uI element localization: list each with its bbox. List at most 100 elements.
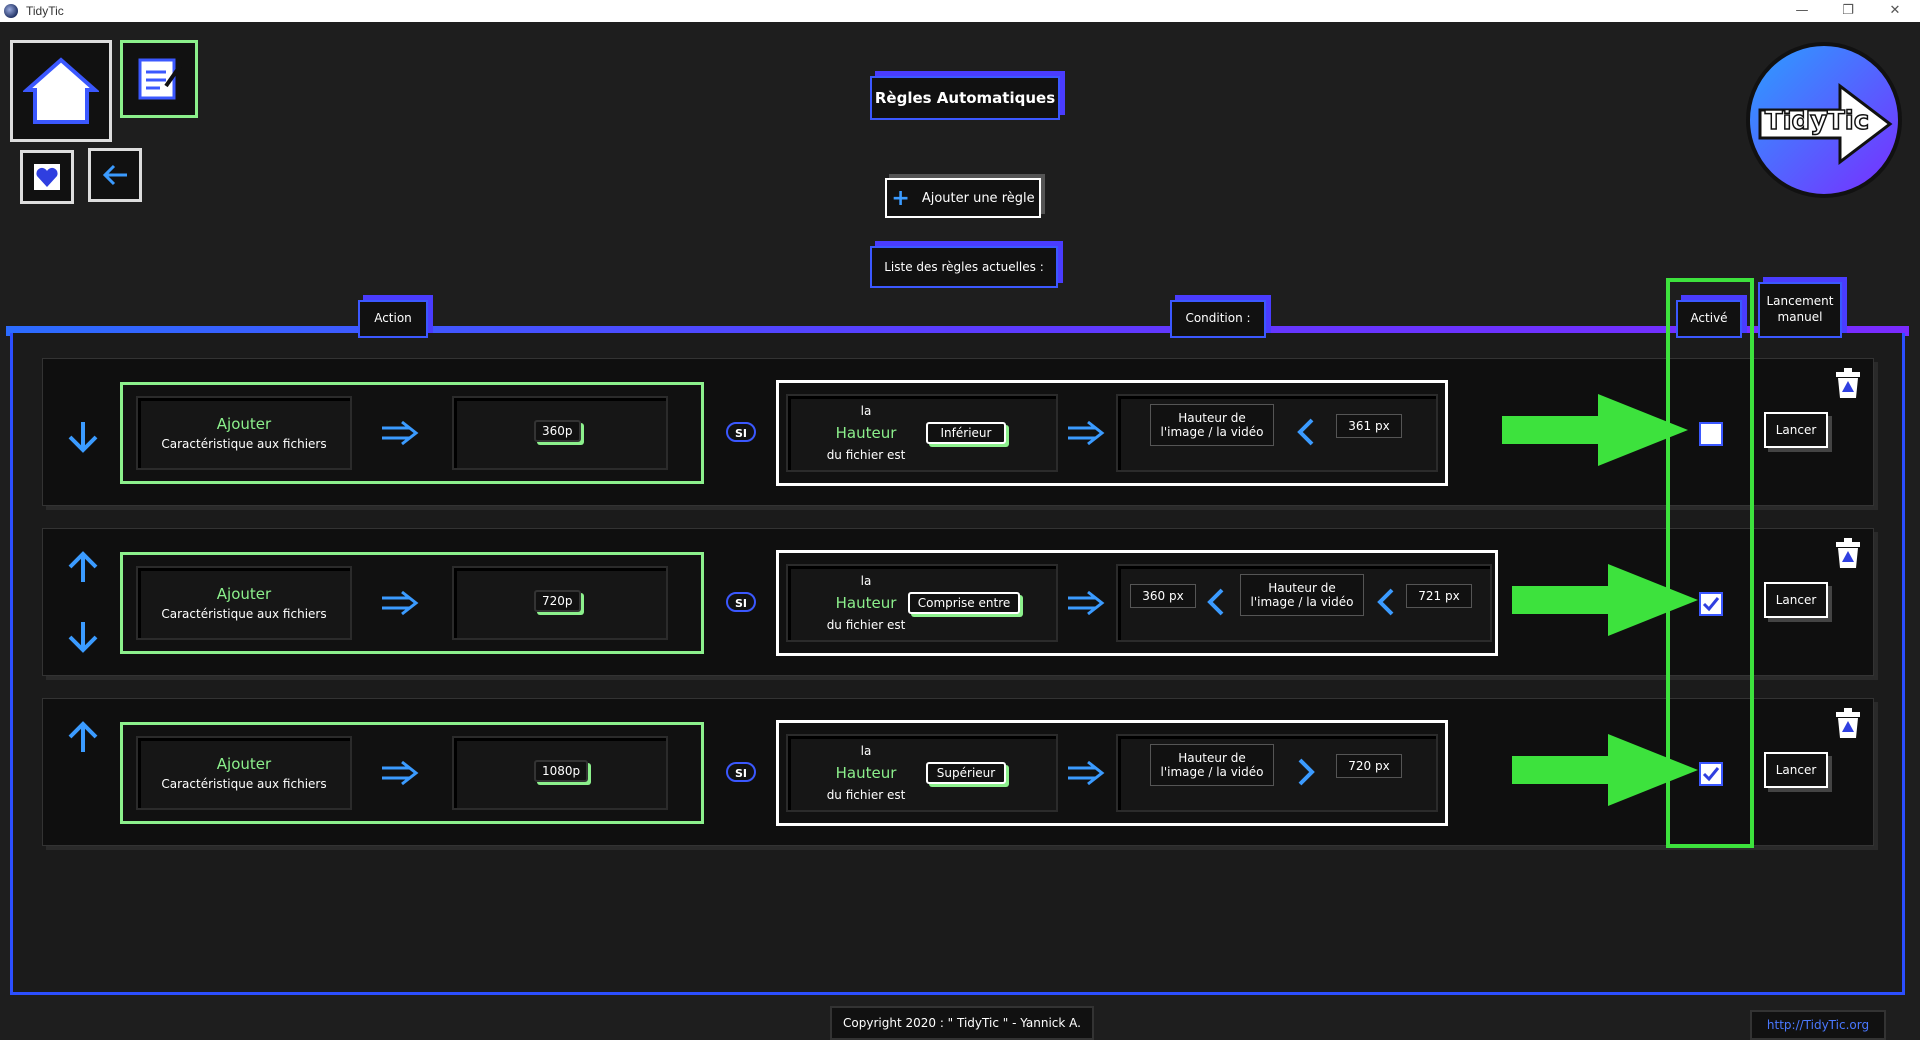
website-link[interactable]: http://TidyTic.org (1750, 1010, 1886, 1040)
condition-field: la Hauteur du fichier est (796, 570, 936, 636)
favorites-button[interactable] (20, 150, 74, 204)
action-value[interactable]: 360p (534, 420, 581, 442)
panel-top-bar (6, 326, 1909, 336)
action-arrow-icon (380, 590, 420, 620)
condition-prefix: la (860, 744, 872, 758)
condition-property[interactable]: Hauteur (835, 594, 897, 612)
condition-suffix: du fichier est (826, 788, 906, 802)
action-verb: Ajouter (216, 415, 272, 433)
move-down-button[interactable] (66, 420, 100, 458)
delete-button[interactable] (1834, 708, 1862, 744)
trash-icon (1836, 368, 1860, 398)
greater-than-icon (1294, 756, 1318, 792)
subject-line2: l'image / la vidéo (1160, 425, 1264, 439)
subject-line1: Hauteur de (1268, 581, 1336, 595)
home-button[interactable] (10, 40, 112, 142)
limit-value[interactable]: 720 px (1336, 754, 1402, 778)
subject-line2: l'image / la vidéo (1250, 595, 1354, 609)
column-manual-launch: Lancement manuel (1758, 282, 1842, 338)
condition-field-box (786, 394, 1058, 472)
add-rule-label: Ajouter une règle (921, 190, 1035, 206)
low-value[interactable]: 360 px (1130, 584, 1196, 608)
action-value-box (452, 566, 668, 640)
launch-button[interactable]: Lancer (1764, 412, 1828, 448)
condition-operator[interactable]: Comprise entre (908, 592, 1020, 614)
condition-prefix: la (860, 404, 872, 418)
minimize-button[interactable]: — (1795, 3, 1809, 18)
column-action: Action (358, 300, 428, 338)
launch-button[interactable]: Lancer (1764, 752, 1828, 788)
move-up-button[interactable] (66, 720, 100, 758)
action-value[interactable]: 720p (534, 590, 581, 612)
annotation-arrow-icon (1512, 564, 1700, 640)
less-than-icon (1374, 586, 1398, 622)
action-type[interactable]: Ajouter Caractéristique aux fichiers (136, 736, 352, 810)
action-target: Caractéristique aux fichiers (161, 437, 327, 451)
move-up-button[interactable] (66, 550, 100, 588)
rules-list-heading: Liste des règles actuelles : (870, 246, 1058, 288)
column-condition: Condition : (1170, 300, 1266, 338)
si-badge: SI (726, 422, 756, 442)
add-rule-button[interactable]: + Ajouter une règle (885, 178, 1041, 218)
subject-line1: Hauteur de (1178, 751, 1246, 765)
tidytic-logo: TidyTic (1740, 40, 1902, 202)
action-verb: Ajouter (216, 585, 272, 603)
subject-box: Hauteur de l'image / la vidéo (1240, 574, 1364, 616)
trash-icon (1836, 708, 1860, 738)
active-checkbox[interactable] (1699, 592, 1723, 616)
condition-suffix: du fichier est (826, 448, 906, 462)
active-checkbox[interactable] (1699, 762, 1723, 786)
condition-property[interactable]: Hauteur (835, 424, 897, 442)
action-arrow-icon (380, 760, 420, 790)
condition-field-box (786, 734, 1058, 812)
action-type[interactable]: Ajouter Caractéristique aux fichiers (136, 566, 352, 640)
action-arrow-icon (380, 420, 420, 450)
launch-button[interactable]: Lancer (1764, 582, 1828, 618)
condition-field: la Hauteur du fichier est (796, 740, 936, 806)
condition-property[interactable]: Hauteur (835, 764, 897, 782)
plus-icon: + (891, 185, 910, 211)
high-value[interactable]: 721 px (1406, 584, 1472, 608)
document-edit-icon (138, 58, 182, 100)
condition-suffix: du fichier est (826, 618, 906, 632)
condition-operator[interactable]: Supérieur (926, 762, 1006, 784)
subject-line1: Hauteur de (1178, 411, 1246, 425)
annotation-arrow-icon (1512, 734, 1700, 810)
edit-rules-button[interactable] (120, 40, 198, 118)
arrow-up-icon (68, 551, 98, 582)
active-checkbox[interactable] (1699, 422, 1723, 446)
condition-operator[interactable]: Inférieur (926, 422, 1006, 444)
delete-button[interactable] (1834, 538, 1862, 574)
back-button[interactable] (88, 148, 142, 202)
subject-box: Hauteur de l'image / la vidéo (1150, 404, 1274, 446)
restore-button[interactable]: ❐ (1842, 3, 1854, 18)
back-arrow-icon (102, 164, 127, 186)
condition-prefix: la (860, 574, 872, 588)
window-titlebar: TidyTic — ❐ ✕ (0, 0, 1920, 22)
annotation-arrow-icon (1502, 394, 1690, 470)
active-column-highlight (1666, 278, 1754, 848)
delete-button[interactable] (1834, 368, 1862, 404)
page-title: Règles Automatiques (870, 76, 1060, 120)
subject-box: Hauteur de l'image / la vidéo (1150, 744, 1274, 786)
action-value[interactable]: 1080p (534, 760, 589, 782)
home-icon (23, 57, 99, 124)
condition-field: la Hauteur du fichier est (796, 400, 936, 466)
app-icon (4, 4, 18, 18)
action-type[interactable]: Ajouter Caractéristique aux fichiers (136, 396, 352, 470)
trash-icon (1836, 538, 1860, 568)
close-button[interactable]: ✕ (1889, 3, 1901, 18)
condition-arrow-icon (1066, 760, 1106, 790)
window-title: TidyTic (26, 4, 64, 18)
condition-arrow-icon (1066, 590, 1106, 620)
si-badge: SI (726, 762, 756, 782)
move-down-button[interactable] (66, 620, 100, 658)
si-badge: SI (726, 592, 756, 612)
condition-arrow-icon (1066, 420, 1106, 450)
action-target: Caractéristique aux fichiers (161, 777, 327, 791)
logo-text: TidyTic (1764, 105, 1870, 137)
logo-icon (1746, 42, 1902, 198)
arrow-up-icon (68, 721, 98, 752)
limit-value[interactable]: 361 px (1336, 414, 1402, 438)
copyright-text: Copyright 2020 : " TidyTic " - Yannick A… (830, 1006, 1094, 1040)
